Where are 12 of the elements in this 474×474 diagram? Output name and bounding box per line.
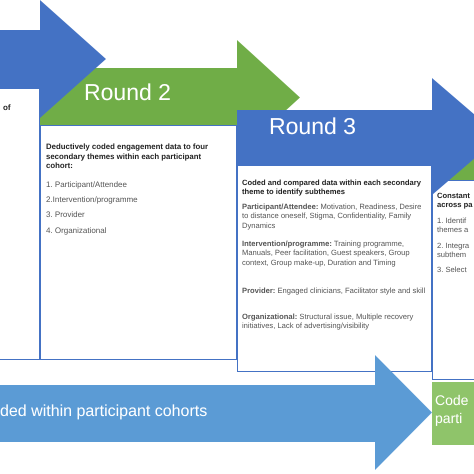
process-box xyxy=(432,382,474,445)
list-item: 3. Provider xyxy=(46,210,86,220)
panel-text: of xyxy=(3,103,12,113)
text-panel xyxy=(237,165,432,372)
text-panel xyxy=(40,125,237,360)
arrow-label: ded within participant cohorts xyxy=(0,402,208,422)
list-item: 2.Intervention/programme xyxy=(46,195,139,205)
list-item: 4. Organizational xyxy=(46,226,108,236)
box-label: Code parti xyxy=(435,392,470,427)
round-label: Round 2 xyxy=(84,78,172,107)
list-item: 1. Participant/Attendee xyxy=(46,180,128,190)
round-label: Round 3 xyxy=(269,112,357,141)
